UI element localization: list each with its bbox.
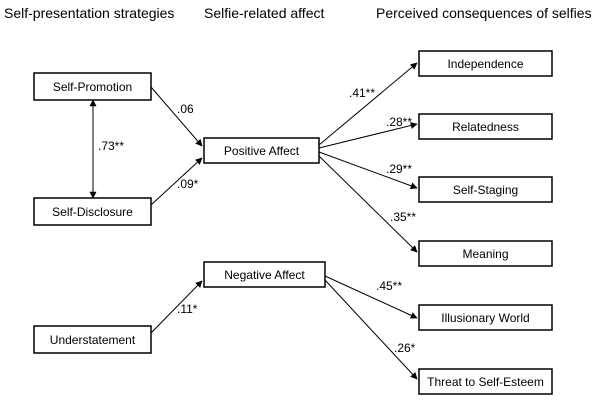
node-label: Illusionary World: [441, 311, 529, 325]
node-negative-affect: Negative Affect: [203, 261, 326, 288]
heading-selfie-affect: Selfie-related affect: [204, 5, 324, 21]
node-relatedness: Relatedness: [418, 113, 553, 140]
node-self-promotion: Self-Promotion: [33, 72, 152, 101]
heading-self-presentation: Self-presentation strategies: [4, 5, 174, 21]
node-label: Negative Affect: [224, 268, 305, 282]
arrow-promotion-positive: [150, 86, 203, 147]
node-self-staging: Self-Staging: [418, 176, 553, 203]
coef-positive-meaning: .35**: [390, 210, 416, 224]
arrow-positive-relatedness: [318, 122, 418, 149]
arrow-negative-illusionary: [324, 275, 418, 319]
coef-positive-independence: .41**: [349, 86, 375, 100]
node-meaning: Meaning: [418, 240, 553, 267]
node-label: Threat to Self-Esteem: [427, 375, 544, 389]
arrow-negative-threat: [324, 279, 418, 380]
node-label: Meaning: [462, 247, 508, 261]
coef-negative-threat: .26*: [394, 341, 416, 355]
node-self-disclosure: Self-Disclosure: [33, 197, 152, 226]
arrow-understatement-negative: [150, 280, 203, 334]
heading-consequences: Perceived consequences of selfies: [376, 5, 592, 21]
coef-disclosure-positive: .09*: [177, 177, 199, 191]
coef-positive-selfstaging: .29**: [386, 162, 412, 176]
coef-understatement-negative: .11*: [177, 302, 198, 316]
node-label: Understatement: [50, 333, 136, 347]
node-independence: Independence: [418, 50, 553, 77]
paths: [89, 62, 418, 380]
node-label: Self-Staging: [453, 183, 518, 197]
node-label: Self-Promotion: [53, 80, 132, 94]
node-positive-affect: Positive Affect: [203, 137, 320, 164]
node-label: Relatedness: [452, 120, 519, 134]
coef-promotion-positive: .06: [177, 102, 194, 116]
node-understatement: Understatement: [33, 325, 152, 354]
arrow-positive-independence: [318, 62, 418, 146]
node-label: Independence: [447, 57, 523, 71]
node-threat-to-self-esteem: Threat to Self-Esteem: [418, 368, 553, 395]
arrow-positive-meaning: [318, 155, 418, 253]
arrow-disclosure-positive: [150, 157, 203, 206]
node-label: Self-Disclosure: [52, 205, 133, 219]
node-illusionary-world: Illusionary World: [418, 304, 553, 331]
arrow-positive-selfstaging: [318, 151, 418, 190]
coef-negative-illusionary: .45**: [376, 279, 402, 293]
coef-promotion-disclosure: .73**: [98, 139, 124, 153]
coef-positive-relatedness: .28**: [386, 115, 412, 129]
node-label: Positive Affect: [224, 144, 300, 158]
